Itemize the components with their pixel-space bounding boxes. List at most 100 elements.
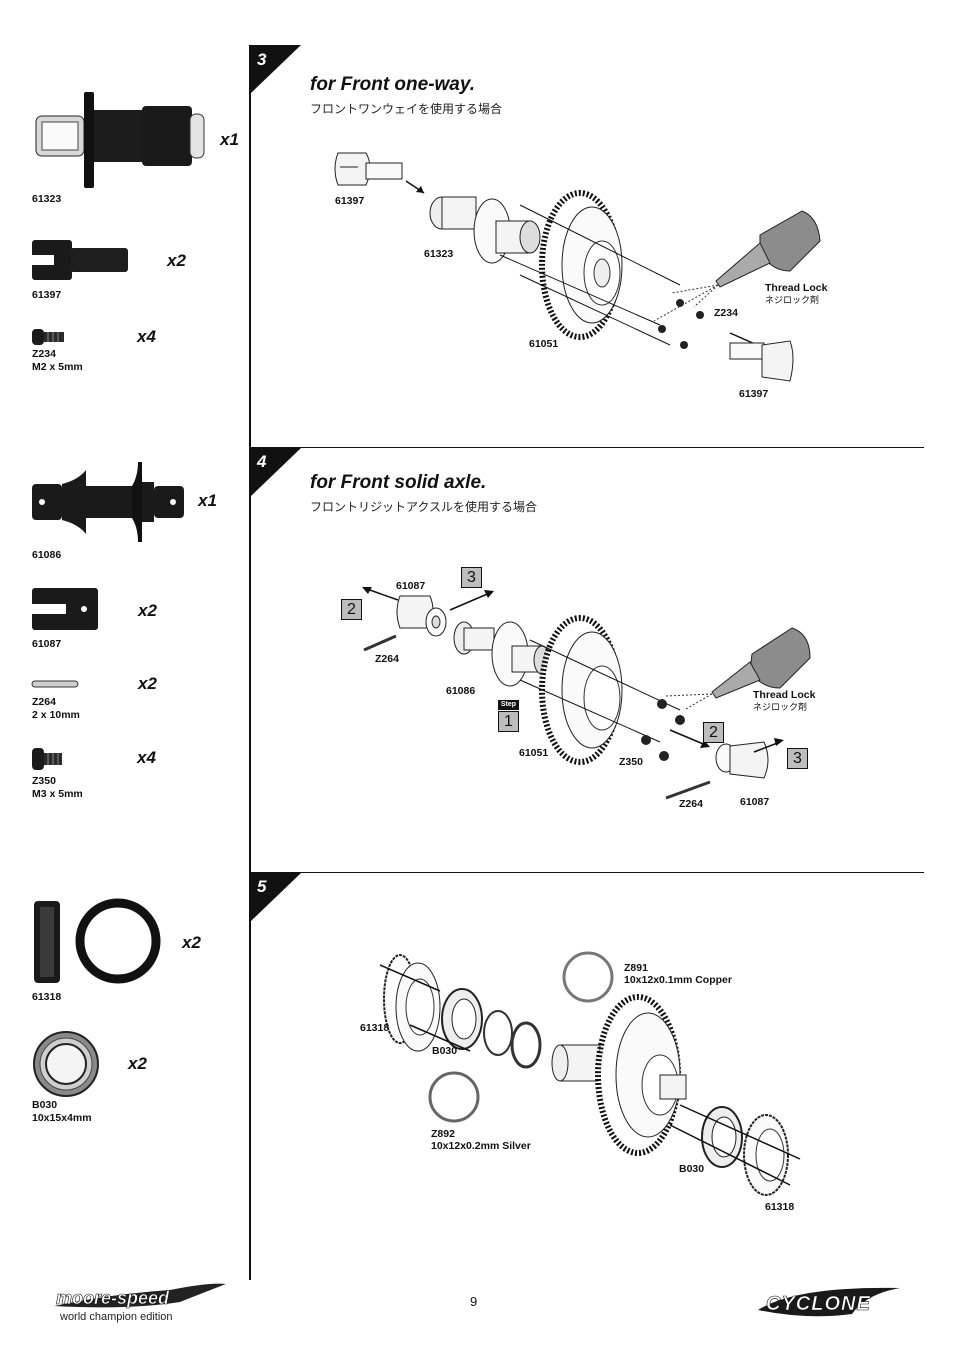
pulley-61051 [539,615,623,765]
part-qty: x4 [137,748,156,767]
label-61051: 61051 [519,747,549,759]
part-b030-image [33,1031,99,1097]
part-61086-image [32,462,184,542]
label-z350: Z350 [619,756,643,768]
part-code-size: Z234 M2 x 5mm [32,348,83,374]
part-code: Z350 [32,775,56,787]
step-title: for Front one-way. [310,74,476,95]
part-code: 61323 [32,193,62,205]
hub-61323 [429,196,541,264]
thread-lock-text: Thread Lock [765,282,828,294]
shim-z891-icon [562,951,614,1003]
label-b030: B030 [432,1045,458,1057]
part-size: M2 x 5mm [32,361,83,373]
thread-lock-bottle-icon [665,627,811,711]
part-code: 61086 [32,549,62,561]
screws-z350 [641,699,685,761]
label-b030: B030 [679,1163,705,1175]
part-qty: x4 [137,327,156,346]
label-z264: Z264 [375,653,399,665]
part-size: 2 x 10mm [32,709,80,721]
label-61087: 61087 [740,796,770,808]
step-5-flag [251,873,301,921]
svg-text:CYCLONE: CYCLONE [766,1293,871,1315]
part-61397-image [32,240,128,280]
step-divider-4-5 [251,872,924,873]
step-subtitle: フロントワンウェイを使用する場合 [310,102,503,116]
part-qty: x2 [167,251,186,270]
label-z264: Z264 [679,798,703,810]
pulley-61051 [539,190,623,340]
thread-lock-label: Thread Lock ネジロック剤 [765,282,827,306]
part-qty: x2 [128,1054,147,1073]
part-qty: x2 [182,933,201,952]
step-5-diagram [379,951,801,1196]
thread-lock-text: Thread Lock [753,689,816,701]
part-code: B030 [32,1099,58,1111]
thread-lock-label: Thread Lock ネジロック剤 [753,689,815,713]
part-code: 61397 [32,289,62,301]
step-3-flag [251,45,301,93]
svg-text:moore-speed: moore-speed [56,1288,170,1308]
step-badge: Step [498,700,519,710]
step-4-flag [251,448,301,496]
step-divider-3-4 [251,447,924,448]
axle-61086 [453,621,551,687]
part-qty: x2 [138,601,157,620]
part-code: Z234 [32,348,56,360]
shim-z892-label: Z892 10x12x0.2mm Silver [431,1128,531,1152]
cup-61087-right [715,741,769,779]
part-code-size: B030 10x15x4mm [32,1099,92,1125]
shim-desc: 10x12x0.1mm Copper [624,974,732,986]
step-3-diagram [334,152,821,382]
part-code: Z264 [32,696,56,708]
label-61323: 61323 [424,248,454,260]
label-61318: 61318 [765,1201,795,1213]
thread-lock-jp: ネジロック剤 [753,702,808,712]
shim-z892-icon [428,1071,480,1123]
order-mark-3: 3 [787,748,808,769]
svg-text:world champion edition: world champion edition [59,1311,173,1323]
part-z264-image [31,680,79,688]
nut-61318-right [743,1114,789,1196]
label-61318: 61318 [360,1022,390,1034]
part-61323-image [35,92,205,188]
part-qty: x2 [138,674,157,693]
part-61318-image [34,898,161,984]
part-code-size: Z264 2 x 10mm [32,696,80,722]
part-size: M3 x 5mm [32,788,83,800]
part-qty: x1 [198,491,217,510]
bearing-b030-left [441,988,483,1050]
part-z234-image [32,329,64,345]
part-61087-image [32,588,98,630]
thread-lock-bottle-icon [653,210,821,322]
step-title: for Front solid axle. [310,472,487,493]
pulley-assembly [551,994,687,1156]
order-mark-1: 1 [498,711,519,732]
label-61397: 61397 [335,195,365,207]
part-code: 61087 [32,638,62,650]
shim-code: Z892 [431,1128,455,1140]
order-mark-3: 3 [461,567,482,588]
label-61086: 61086 [446,685,476,697]
step-subtitle: フロントリジットアクスルを使用する場合 [310,500,538,514]
shim-z891-label: Z891 10x12x0.1mm Copper [624,962,732,986]
cup-61087-left [396,595,447,637]
label-61087: 61087 [396,580,426,592]
step-number: 3 [257,50,267,69]
step-4-diagram [362,587,811,800]
cyclone-logo: CYCLONE [758,1287,900,1317]
part-z350-image [32,748,62,770]
shim-desc: 10x12x0.2mm Silver [431,1140,531,1152]
nut-61318-left [383,954,441,1052]
moore-speed-logo: moore-speed world champion edition [54,1283,226,1323]
cup-61397-top [334,152,403,186]
vertical-divider [249,45,251,1280]
order-mark-2: 2 [703,722,724,743]
label-61051: 61051 [529,338,559,350]
part-qty: x1 [220,130,239,149]
shim-code: Z891 [624,962,648,974]
screws-z234 [658,299,704,349]
label-61397: 61397 [739,388,769,400]
cup-61397-bottom [729,340,794,382]
